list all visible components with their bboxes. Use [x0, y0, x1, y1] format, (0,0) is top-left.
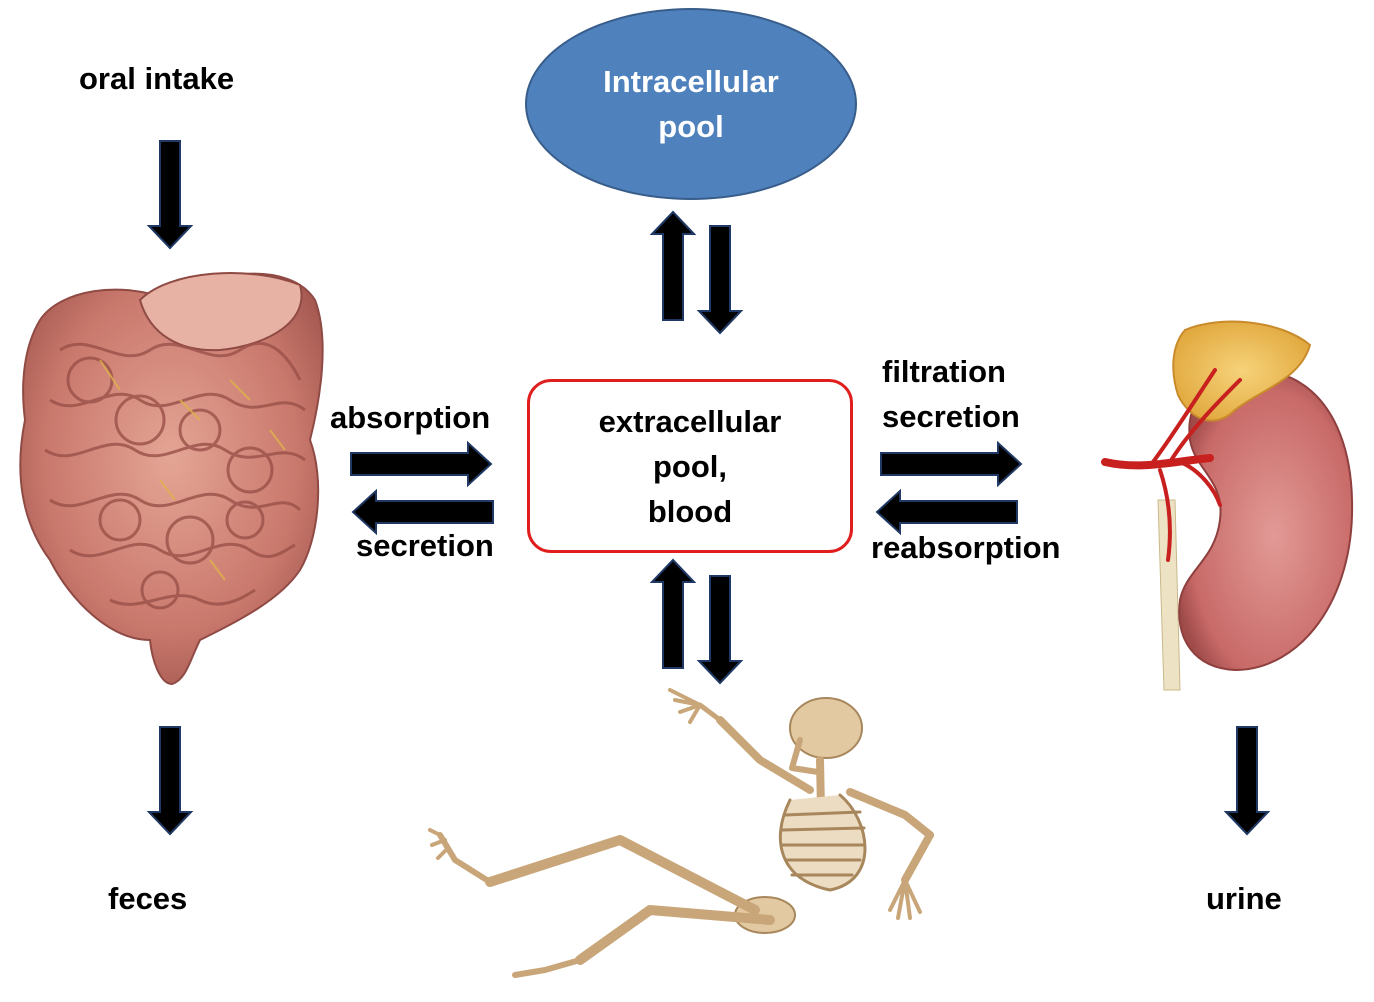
extracellular-pool-line2: pool, — [652, 448, 728, 484]
arrow-to-intracellular-up — [649, 210, 697, 321]
arrow-oral-intake-down — [146, 140, 194, 250]
extracellular-pool-line1: extracellular — [598, 403, 782, 439]
arrow-reabsorption-left — [875, 488, 1018, 536]
intracellular-pool-line2: pool — [658, 109, 724, 144]
absorption-label: absorption — [330, 400, 491, 435]
urine-label: urine — [1206, 881, 1282, 916]
intracellular-pool-line1: Intracellular — [603, 64, 779, 99]
arrow-to-extracellular-down — [696, 225, 744, 335]
kidney-illustration — [1101, 320, 1354, 691]
extracellular-pool: extracellular pool, blood — [527, 379, 853, 553]
feces-label: feces — [108, 881, 188, 916]
arrow-absorption-right — [350, 440, 493, 488]
arrow-secretion-left — [351, 488, 494, 536]
reabsorption-label: reabsorption — [871, 530, 1061, 565]
arrow-to-bone-down — [696, 575, 744, 685]
secretion-left-label: secretion — [356, 528, 494, 563]
arrow-from-bone-up — [649, 558, 697, 669]
intracellular-pool: Intracellular pool — [525, 8, 857, 200]
filtration-label: filtration — [882, 354, 1006, 389]
oral-intake-label: oral intake — [79, 61, 235, 96]
secretion-right-label: secretion — [882, 399, 1020, 434]
arrow-filtration-right — [880, 440, 1023, 488]
arrows — [146, 140, 1271, 836]
arrow-urine-down — [1223, 726, 1271, 836]
arrow-feces-down — [146, 726, 194, 836]
extracellular-pool-line3: blood — [647, 493, 733, 529]
intestines-illustration — [19, 272, 324, 686]
skeleton-illustration — [428, 688, 934, 978]
